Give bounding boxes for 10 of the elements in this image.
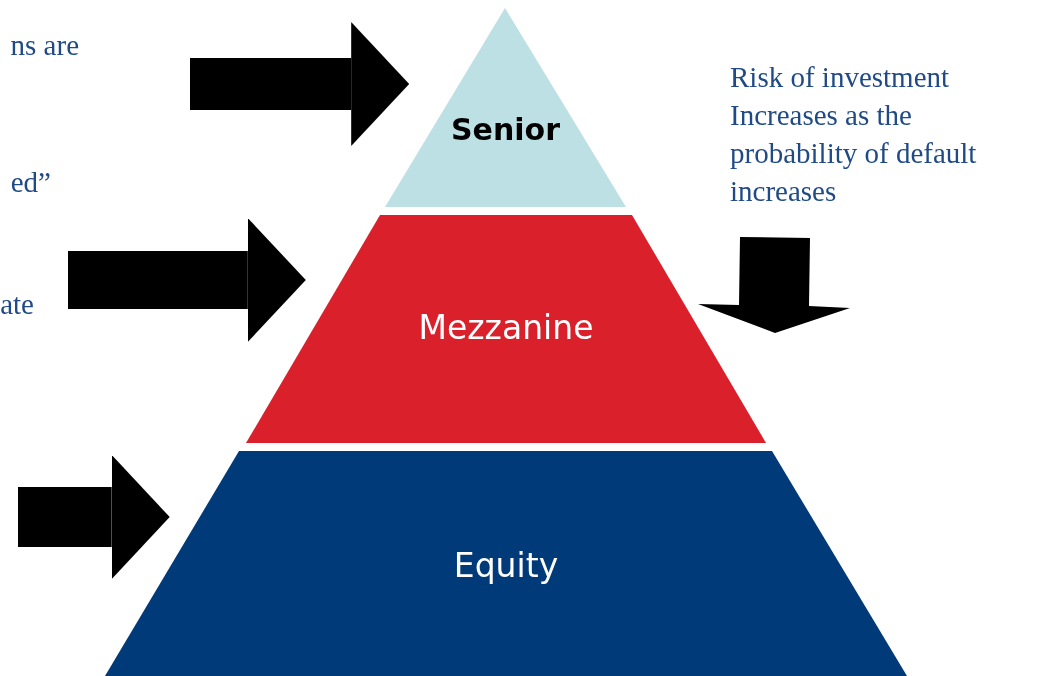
text-fragment: ed”: [10, 165, 51, 200]
block-arrow: [190, 22, 410, 146]
note-text: Risk of investment Increases as the probability of default increases: [730, 60, 978, 209]
tier-label: Equity: [452, 546, 560, 585]
block-arrow: [18, 455, 170, 579]
text-fragment: ate: [0, 287, 34, 322]
tier-label: Mezzanine: [417, 308, 595, 347]
tier-label: Senior: [450, 112, 561, 147]
block-arrow: [68, 218, 306, 342]
text-fragment: ns are: [10, 28, 79, 63]
